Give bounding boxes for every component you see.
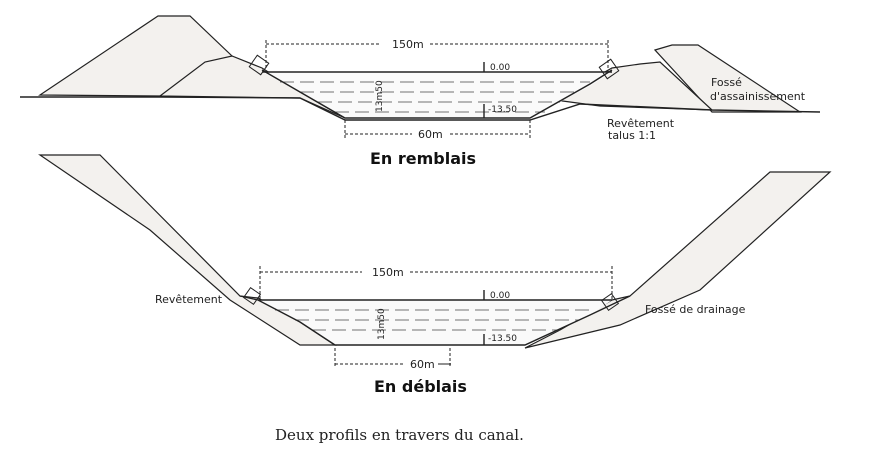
revetement-left — [242, 286, 262, 306]
ground-line — [20, 96, 821, 121]
width-bottom-label: 60m — [418, 128, 443, 141]
revetement-right — [598, 58, 620, 80]
fosse-label-line2: d'assainissement — [710, 90, 806, 103]
level-surface-label: 0.00 — [490, 63, 510, 73]
fosse-drainage-label: Fossé de drainage — [645, 303, 746, 316]
width-top-label: 150m — [392, 38, 424, 51]
caption: Deux profils en travers du canal. — [275, 426, 524, 444]
right-inner-dike — [553, 61, 714, 111]
revetement-label: Revêtement — [607, 117, 675, 130]
profile-title: En remblais — [370, 149, 476, 168]
profile-title: En déblais — [374, 377, 467, 396]
level-bottom-label: -13.50 — [488, 334, 517, 344]
channel-profile — [239, 295, 631, 346]
width-top-label: 150m — [372, 266, 404, 279]
revetement-label: Revêtement — [155, 293, 223, 306]
depth-label: 13m50 — [375, 80, 385, 112]
level-surface-label: 0.00 — [490, 291, 510, 301]
level-bottom-label: -13.50 — [488, 105, 517, 115]
revetement-left — [248, 54, 270, 76]
profile-en-deblais: 150m 0.00 13m50 -13.50 60m En déblais Re… — [38, 154, 832, 396]
talus-label: talus 1:1 — [608, 129, 656, 142]
profile-en-remblais: 150m 0.00 13m50 -13.50 60m En remblais R… — [20, 15, 821, 168]
width-bottom-label: 60m — [410, 358, 435, 371]
fosse-label-line1: Fossé — [711, 76, 742, 89]
channel-profile — [261, 69, 613, 119]
right-cut-slope — [524, 171, 832, 349]
revetement-right — [600, 292, 620, 312]
depth-label: 13m50 — [377, 308, 387, 340]
